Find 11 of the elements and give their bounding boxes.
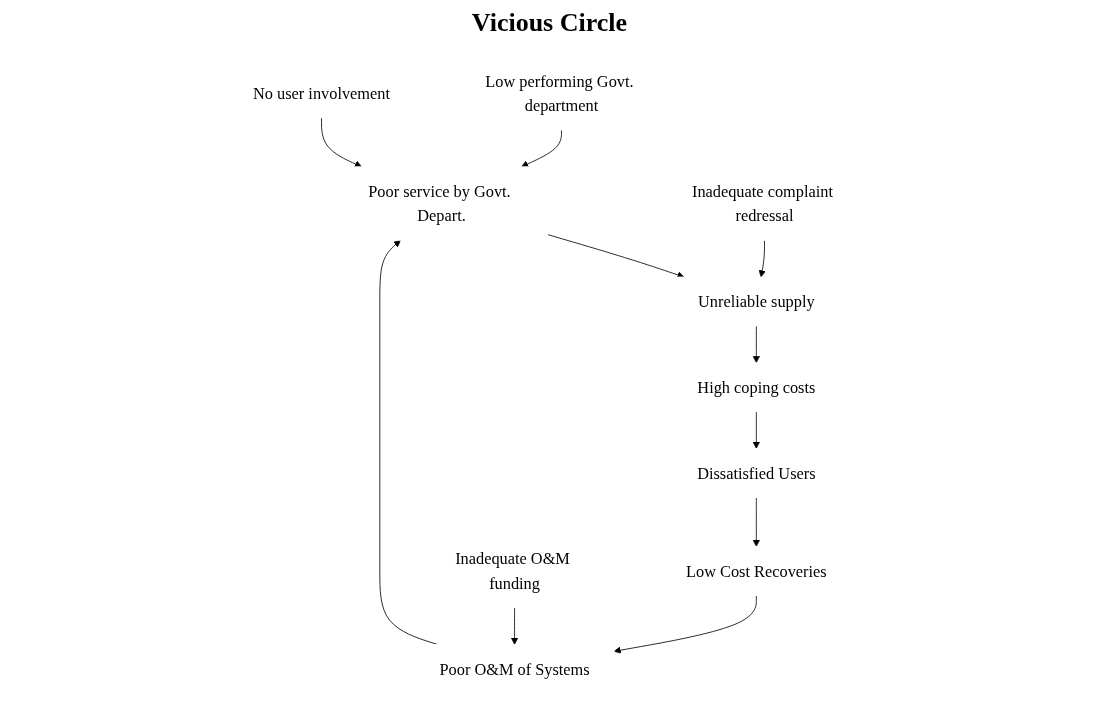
node-text: Poor O&M of Systems	[439, 659, 590, 678]
node-text: Inadequate O&M funding	[455, 549, 570, 593]
node-text: Inadequate complaint redressal	[691, 182, 833, 225]
diagram-heading: Vicious Circle	[470, 8, 629, 38]
node-text: High coping costs	[697, 378, 816, 397]
node-text: Unreliable supply	[697, 292, 815, 311]
node-text: Low Cost Recoveries	[685, 562, 827, 580]
node-text: Poor service by Govt. Depart.	[368, 182, 511, 225]
node-text: Low performing Govt. department	[485, 72, 634, 115]
node-text: Dissatisfied Users	[697, 464, 816, 482]
node-text: No user involvement	[252, 84, 390, 103]
